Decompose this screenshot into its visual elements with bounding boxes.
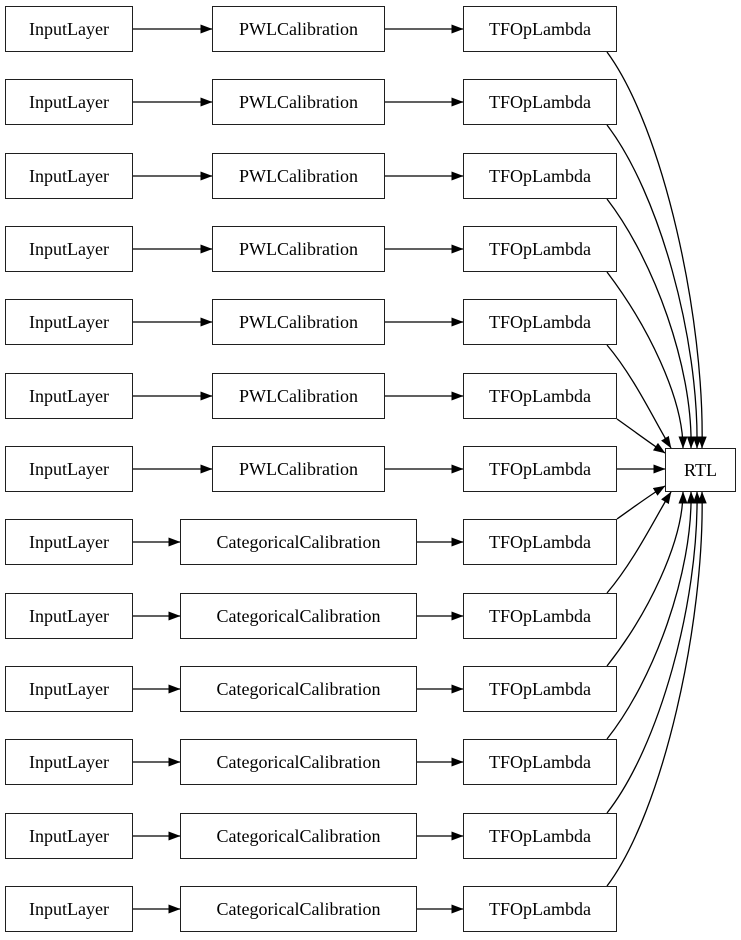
node-inputlayer: InputLayer — [5, 666, 133, 712]
edge-lambda-rtl — [616, 418, 666, 454]
node-pwlcalibration: PWLCalibration — [212, 299, 385, 345]
edge-lambda-rtl — [606, 491, 707, 887]
node-inputlayer: InputLayer — [5, 153, 133, 199]
node-pwlcalibration: PWLCalibration — [212, 153, 385, 199]
node-categoricalcalibration: CategoricalCalibration — [180, 666, 417, 712]
edge-lambda-rtl — [606, 491, 696, 740]
node-tfoplambda: TFOpLambda — [463, 153, 617, 199]
edge-lambda-rtl — [606, 51, 707, 449]
node-tfoplambda: TFOpLambda — [463, 373, 617, 419]
node-categoricalcalibration: CategoricalCalibration — [180, 519, 417, 565]
node-tfoplambda: TFOpLambda — [463, 739, 617, 785]
node-inputlayer: InputLayer — [5, 373, 133, 419]
node-tfoplambda: TFOpLambda — [463, 813, 617, 859]
node-pwlcalibration: PWLCalibration — [212, 373, 385, 419]
edge-lambda-rtl — [606, 491, 702, 814]
node-tfoplambda: TFOpLambda — [463, 226, 617, 272]
node-inputlayer: InputLayer — [5, 813, 133, 859]
node-inputlayer: InputLayer — [5, 6, 133, 52]
node-tfoplambda: TFOpLambda — [463, 666, 617, 712]
node-categoricalcalibration: CategoricalCalibration — [180, 886, 417, 932]
node-tfoplambda: TFOpLambda — [463, 519, 617, 565]
node-categoricalcalibration: CategoricalCalibration — [180, 813, 417, 859]
node-inputlayer: InputLayer — [5, 299, 133, 345]
node-tfoplambda: TFOpLambda — [463, 593, 617, 639]
node-pwlcalibration: PWLCalibration — [212, 6, 385, 52]
edge-lambda-rtl — [616, 485, 666, 520]
node-inputlayer: InputLayer — [5, 226, 133, 272]
edge-lambda-rtl — [606, 491, 672, 594]
edge-lambda-rtl — [606, 344, 672, 449]
edge-lambda-rtl — [606, 198, 696, 449]
node-tfoplambda: TFOpLambda — [463, 886, 617, 932]
node-inputlayer: InputLayer — [5, 519, 133, 565]
edge-lambda-rtl — [606, 271, 688, 449]
node-inputlayer: InputLayer — [5, 739, 133, 785]
node-pwlcalibration: PWLCalibration — [212, 226, 385, 272]
node-tfoplambda: TFOpLambda — [463, 299, 617, 345]
node-inputlayer: InputLayer — [5, 446, 133, 492]
node-inputlayer: InputLayer — [5, 886, 133, 932]
node-tfoplambda: TFOpLambda — [463, 79, 617, 125]
edge-lambda-rtl — [606, 124, 702, 449]
node-inputlayer: InputLayer — [5, 79, 133, 125]
edge-lambda-rtl — [606, 491, 688, 667]
node-pwlcalibration: PWLCalibration — [212, 79, 385, 125]
node-inputlayer: InputLayer — [5, 593, 133, 639]
node-tfoplambda: TFOpLambda — [463, 446, 617, 492]
node-categoricalcalibration: CategoricalCalibration — [180, 593, 417, 639]
node-pwlcalibration: PWLCalibration — [212, 446, 385, 492]
node-tfoplambda: TFOpLambda — [463, 6, 617, 52]
node-rtl: RTL — [665, 448, 736, 492]
node-categoricalcalibration: CategoricalCalibration — [180, 739, 417, 785]
